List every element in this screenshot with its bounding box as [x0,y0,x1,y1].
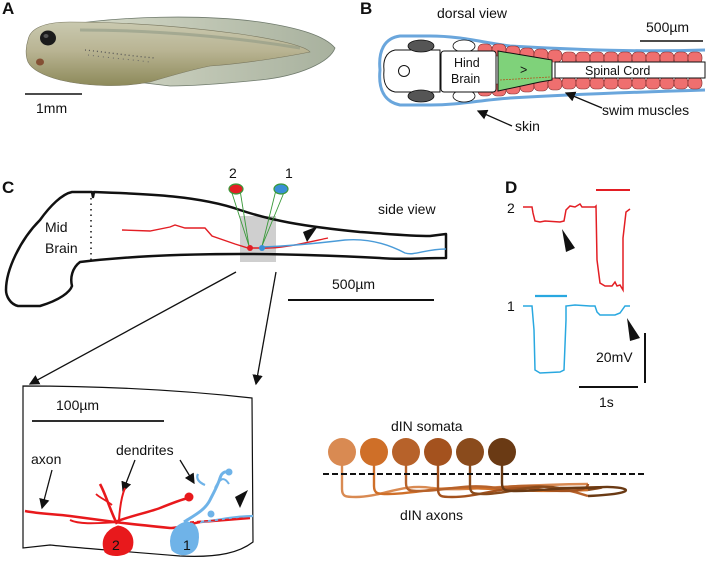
scale-bar-inset-label: 100µm [56,397,99,413]
electrode-2-label: 2 [229,165,237,181]
zoom-arrow-left [28,271,237,385]
electrode-1-label: 1 [285,165,293,181]
side-view-label: side view [378,201,436,217]
midbrain-label-1: Mid [45,219,68,235]
din-soma [424,438,452,466]
soma-1-marker [259,245,265,251]
dendrites-arrow-blue [179,459,195,485]
panel-c-inset: 100µm axon dendrites 2 1 [22,385,254,557]
recording-region [497,50,553,92]
din-somata [328,438,516,466]
dendrites-label: dendrites [116,442,174,458]
trace-2 [523,202,631,293]
spinal-cord-label: Spinal Cord [585,64,650,78]
hindbrain-region [440,50,497,93]
swim-muscles-arrow [564,91,603,109]
side-view-outline [4,190,448,308]
din-soma [456,438,484,466]
panel-label-d: D [505,178,517,197]
panel-c: C Mid Brain side view 2 1 500µm [2,165,448,386]
soma-2-marker [247,245,253,251]
panel-label-a: A [2,0,14,18]
midbrain-label-2: Brain [45,240,78,256]
neuron-2-id: 2 [112,537,120,553]
skin-outline [378,34,706,107]
panel-label-c: C [2,178,14,197]
trace-1-label: 1 [507,298,515,314]
din-axon [436,452,590,499]
din-soma [360,438,388,466]
eye-bottom [407,89,435,103]
scale-bar-b-label: 500µm [646,19,689,35]
hindbrain-label-2: Brain [451,72,480,86]
din-soma [328,438,356,466]
skin-arrow [476,109,513,127]
voltage-scale-label: 20mV [596,349,633,365]
scale-bar-c-label: 500µm [332,276,375,292]
din-axons [340,452,628,499]
arrowhead-marker-d-1 [627,318,640,341]
hindbrain-label-1: Hind [454,56,480,70]
tadpole-eye [40,30,56,46]
din-soma [488,438,516,466]
eye-top [407,39,435,53]
electrode-1 [273,183,289,195]
dendrites-arrow-red [121,459,136,493]
din-axon [500,452,628,498]
panel-d: D 2 1 20mV 1s [505,178,646,410]
dorsal-view-label: dorsal view [437,5,508,21]
panel-label-b: B [360,0,372,18]
din-somata-label: dIN somata [391,418,463,434]
din-soma [392,438,420,466]
skin-label: skin [515,118,540,134]
scale-bar-a-label: 1mm [36,100,67,116]
electrode-2 [228,183,244,195]
neuron-2-axon-dashed [189,517,246,523]
trace-1 [523,304,630,374]
head-outline [383,49,441,93]
panel-b: B dorsal view 500µm [360,0,706,134]
time-scale-label: 1s [599,394,614,410]
arrowhead-marker-d-2 [562,229,575,252]
axon-label: axon [31,451,61,467]
axon-arrow [39,469,53,510]
arrowhead-marker-c [303,226,318,242]
panel-e: E dIN somata dIN axons [323,418,644,523]
panel-a: A 1mm [2,0,336,116]
neuron-1-axon [261,238,447,255]
neuron-1-id: 1 [183,537,191,553]
tadpole-photo [25,16,336,87]
spinal-cord [554,61,706,79]
arrowhead-marker-inset [235,490,248,508]
zoom-arrow-right [252,271,277,386]
midbrain-circle [398,65,410,77]
din-axons-label: dIN axons [400,507,463,523]
trace-2-label: 2 [507,200,515,216]
swim-muscles-label: swim muscles [602,102,689,118]
recording-region-marker: > [520,63,527,77]
